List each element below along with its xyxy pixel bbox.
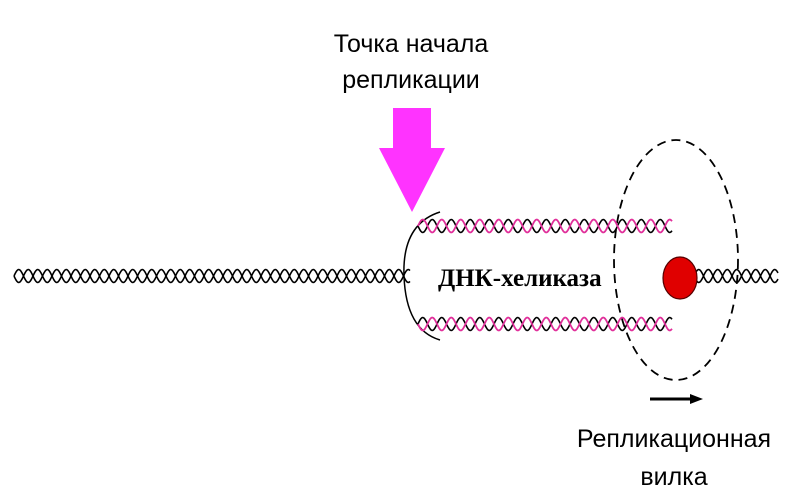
lower-parental-strand [417,316,673,332]
upper-new-strand [417,218,673,234]
left-duplex-strand-a [13,268,411,284]
fork-label-line1: Репликационная [577,425,771,453]
dna-strands [13,218,779,332]
helicase-dot [662,256,698,300]
upper-parental-strand [417,218,673,234]
origin-label-line2: репликации [342,66,480,94]
helicase-label: ДНК-хеликаза [438,265,602,292]
replication-fork-region [613,139,739,381]
right-duplex-strand-a [693,268,779,284]
fork-label-line2: вилка [640,463,707,491]
left-duplex-strand-b [13,268,411,284]
right-duplex-strand-b [693,268,779,284]
origin-label-line1: Точка начала [334,30,489,58]
down-arrow-icon [379,108,445,212]
lower-new-strand [417,316,673,332]
right-arrow-icon [690,394,703,404]
